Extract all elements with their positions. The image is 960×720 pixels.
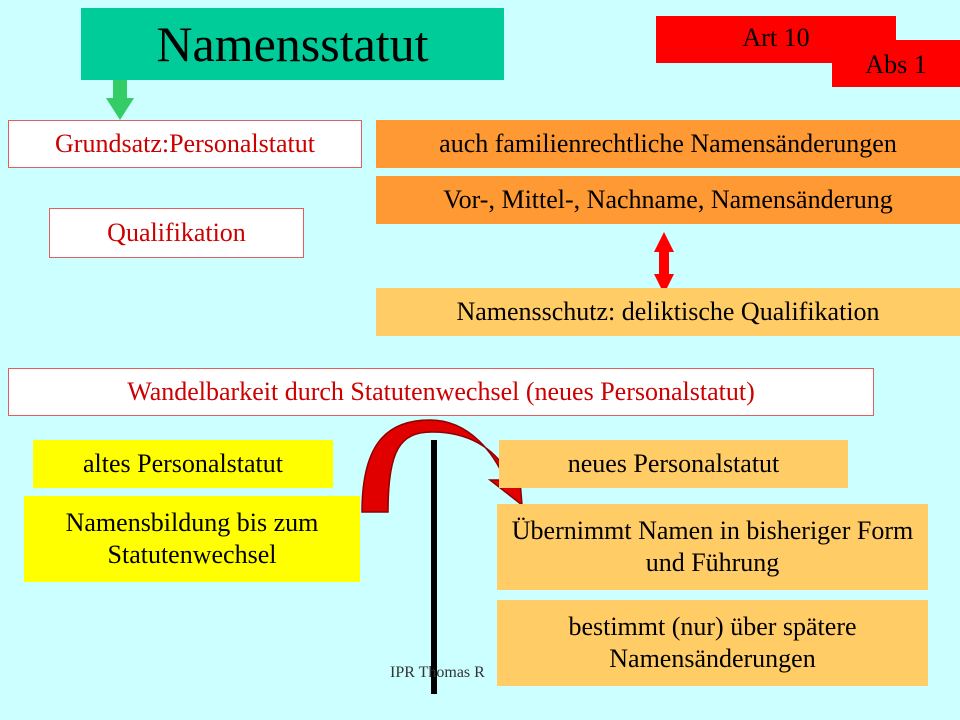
uebernimmt-box: Übernimmt Namen in bisheriger Form und F… bbox=[497, 504, 928, 590]
page-title: Namensstatut bbox=[81, 8, 504, 80]
neues-personalstatut-box: neues Personalstatut bbox=[499, 440, 848, 488]
title-down-arrow bbox=[106, 80, 134, 120]
wandelbarkeit-box: Wandelbarkeit durch Statutenwechsel (neu… bbox=[8, 368, 874, 416]
statute-change-curved-arrow bbox=[361, 419, 523, 513]
bestimmt-box: bestimmt (nur) über spätere Namensänderu… bbox=[497, 600, 928, 686]
paragraph-badge: Abs 1 bbox=[832, 40, 960, 87]
qualifikation-box: Qualifikation bbox=[49, 208, 304, 258]
namensschutz-box: Namensschutz: deliktische Qualifikation bbox=[376, 288, 960, 336]
familienrecht-box: auch familienrechtliche Namensänderungen bbox=[376, 120, 960, 168]
timeline-divider bbox=[431, 440, 437, 694]
altes-personalstatut-box: altes Personalstatut bbox=[33, 440, 333, 488]
grundsatz-box: Grundsatz:Personalstatut bbox=[8, 120, 362, 168]
namensbildung-box: Namensbildung bis zum Statutenwechsel bbox=[24, 496, 360, 582]
double-arrow-icon bbox=[654, 232, 674, 294]
name-types-box: Vor-, Mittel-, Nachname, Namensänderung bbox=[376, 176, 960, 224]
footer-text: IPR Thomas R bbox=[390, 664, 485, 681]
